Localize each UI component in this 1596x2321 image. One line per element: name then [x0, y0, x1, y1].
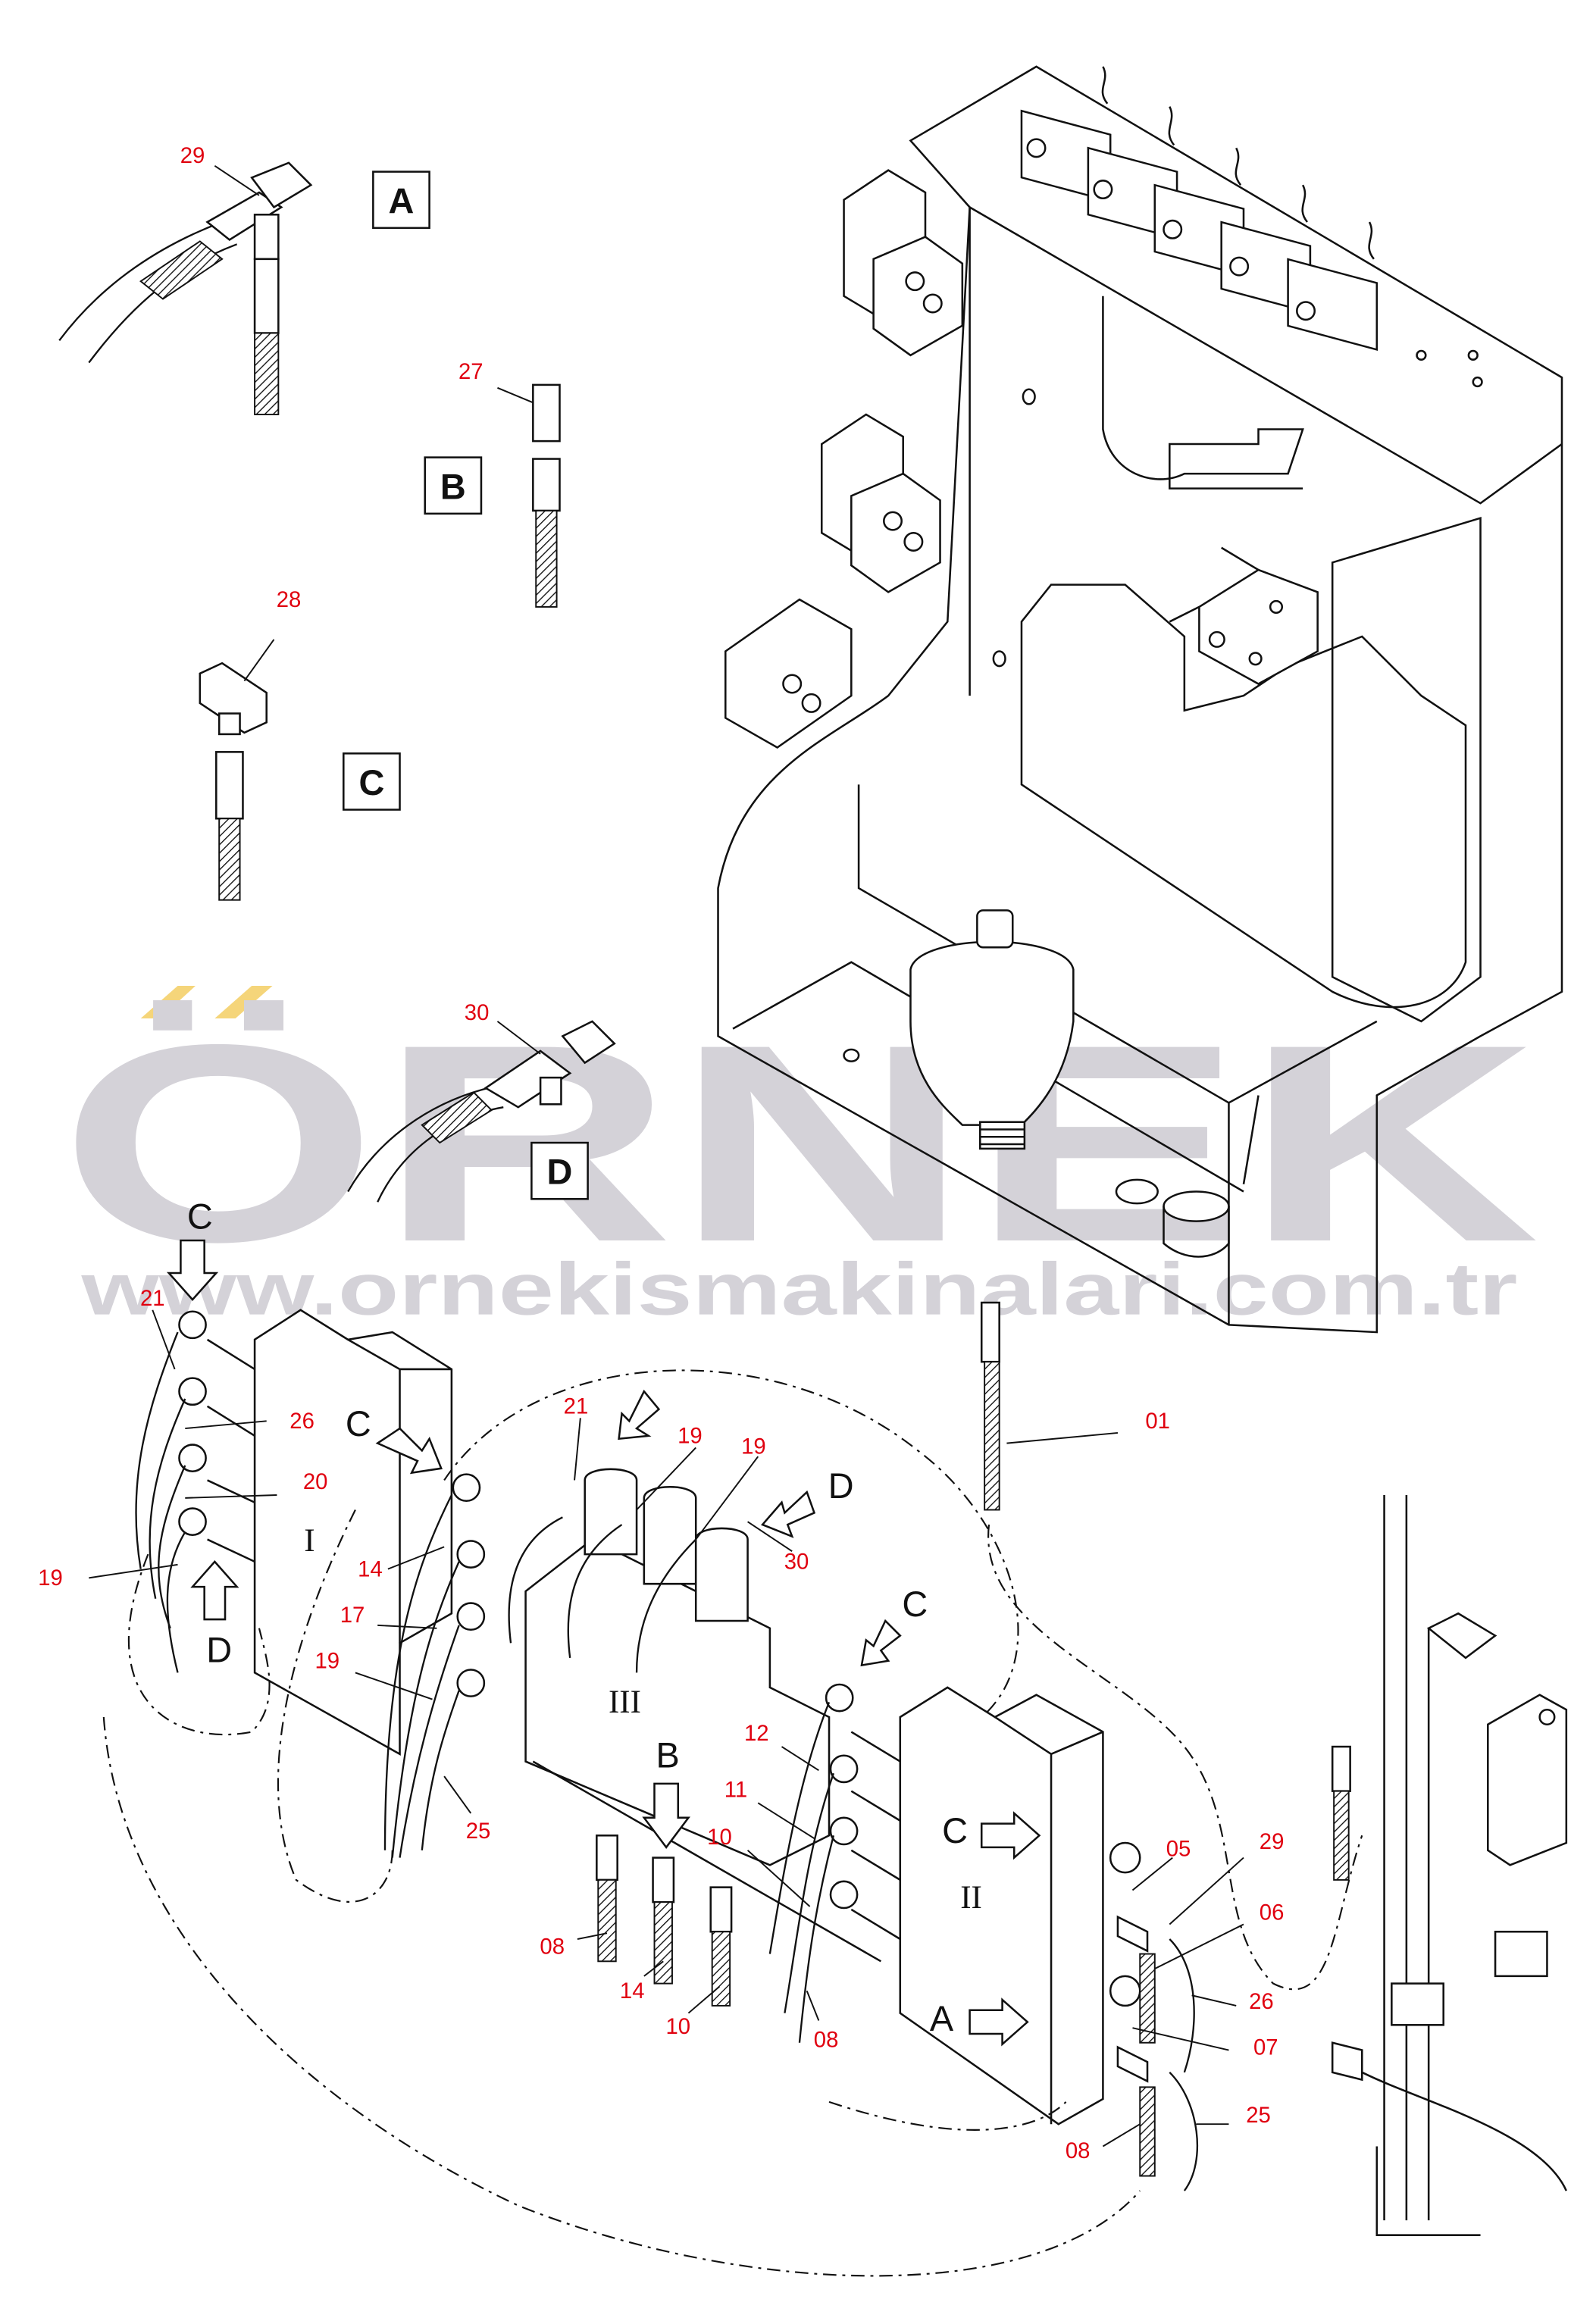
callout: 17	[340, 1603, 365, 1628]
view-letter: C	[187, 1196, 213, 1236]
callout: 20	[303, 1469, 328, 1494]
view-letter: C	[902, 1584, 928, 1624]
detail-a	[58, 161, 313, 415]
arrow-c-icon	[166, 1239, 219, 1302]
watermark-accent	[214, 985, 273, 1018]
callout: 27	[458, 359, 483, 384]
watermark-brand: ÖRNEK	[59, 986, 1539, 1300]
callouts: 29 27 28 30 01 21 26 20 19 14 17 19 25 2…	[38, 143, 1284, 2163]
block-label-ii: II	[960, 1880, 982, 1916]
block-i	[102, 1309, 1141, 2277]
view-letter: B	[656, 1735, 679, 1775]
callout: 21	[564, 1394, 589, 1419]
block-label-iii: III	[609, 1684, 641, 1720]
detail-label-d: D	[547, 1153, 573, 1192]
callout: 07	[1253, 2035, 1278, 2060]
block-ii	[828, 1686, 1198, 2191]
detail-box-b: B	[424, 456, 483, 515]
detail-box-c: C	[343, 752, 401, 811]
arrow-c-icon	[618, 1389, 661, 1440]
callout: 25	[466, 1819, 491, 1844]
view-letter: D	[206, 1631, 232, 1670]
callout: 19	[741, 1434, 766, 1459]
valve-frame-assembly	[717, 65, 1563, 1334]
callout: 12	[744, 1721, 769, 1746]
callout: 05	[1166, 1837, 1191, 1862]
arrow-c-icon	[375, 1427, 443, 1475]
detail-box-d: D	[530, 1141, 589, 1200]
block-label-i: I	[304, 1523, 315, 1559]
callout: 21	[140, 1286, 165, 1311]
view-letter: A	[930, 1999, 954, 2038]
callout: 01	[1145, 1409, 1170, 1434]
arrow-d-icon	[190, 1559, 239, 1621]
arrow-d-icon	[760, 1490, 816, 1538]
watermark-url: www.ornekismakinalari.com.tr	[80, 1248, 1517, 1331]
callout: 10	[707, 1825, 732, 1850]
callout: 08	[540, 1935, 565, 1960]
callout: 30	[784, 1550, 809, 1575]
block-iii	[443, 1369, 1019, 2043]
detail-b	[497, 383, 561, 608]
callout: 14	[620, 1978, 645, 2004]
callout: 14	[358, 1556, 383, 1581]
callout: 30	[465, 1000, 490, 1025]
callout: 10	[665, 2014, 690, 2039]
callout: 29	[1260, 1829, 1285, 1854]
arrow-c-icon	[980, 1811, 1041, 1860]
main-hose	[980, 1301, 1363, 1991]
right-side-machine	[1331, 1494, 1568, 2236]
leader-lines	[89, 1309, 1244, 2147]
callout: 28	[277, 587, 302, 612]
view-letter: D	[828, 1466, 854, 1506]
callout: 19	[315, 1649, 340, 1674]
callout: 26	[1249, 1989, 1274, 2014]
detail-label-c: C	[358, 763, 384, 802]
callout: 26	[289, 1409, 315, 1434]
callout: 06	[1260, 1900, 1285, 1925]
callout: 11	[724, 1777, 747, 1802]
detail-c	[199, 639, 275, 901]
view-letters: C C D D C B C A I III II	[187, 1196, 982, 2038]
callout: 08	[814, 2028, 839, 2053]
detail-d	[347, 1020, 616, 1203]
callout: 29	[180, 143, 205, 168]
watermark: ÖRNEK www.ornekismakinalari.com.tr	[59, 986, 1539, 1331]
solenoid-valve-bank	[1020, 66, 1379, 351]
arrow-b-icon	[642, 1782, 690, 1850]
left-valves	[724, 169, 964, 749]
callout: 08	[1066, 2138, 1091, 2163]
callout: 25	[1246, 2103, 1271, 2128]
view-letter: C	[942, 1811, 968, 1850]
callout: 19	[678, 1424, 703, 1449]
view-arrows	[166, 1239, 1041, 2047]
arrow-a-icon	[969, 1997, 1029, 2047]
block-i-fittings	[178, 1310, 486, 1697]
detail-label-a: A	[389, 181, 415, 221]
view-letter: C	[346, 1404, 371, 1444]
pressure-block	[1198, 568, 1319, 685]
detail-box-a: A	[372, 170, 430, 230]
watermark-accent	[140, 985, 196, 1018]
arrow-c-icon	[860, 1619, 902, 1667]
callout: 19	[38, 1566, 63, 1591]
detail-label-b: B	[440, 467, 466, 506]
